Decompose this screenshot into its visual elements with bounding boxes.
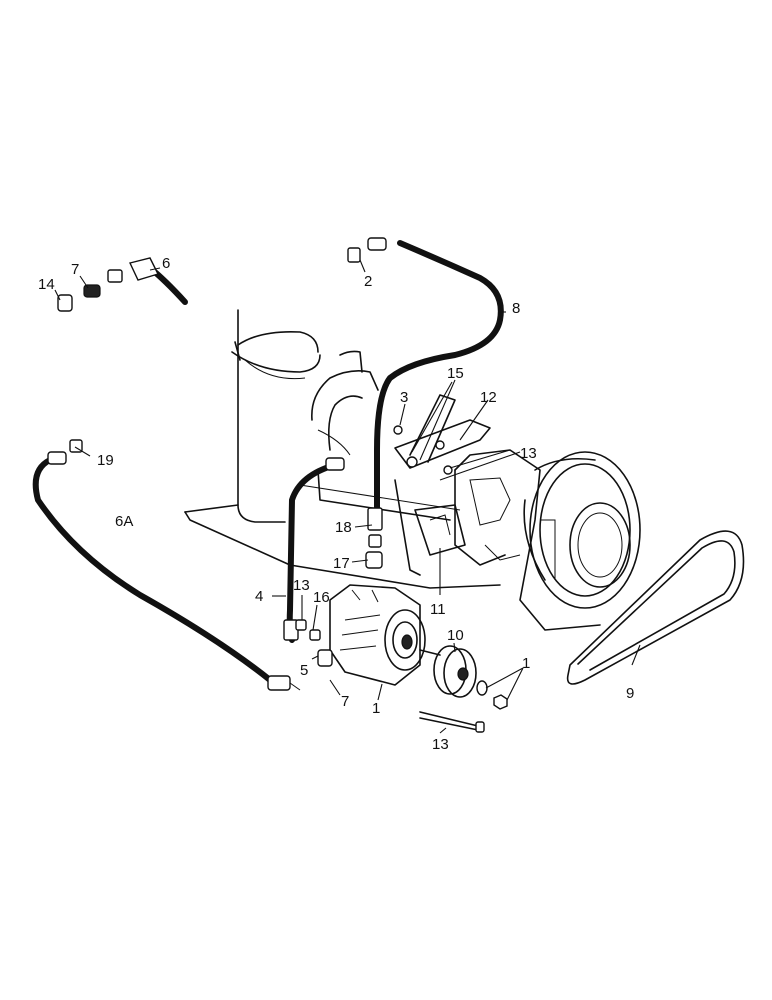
callout-2: 2 [364, 273, 372, 290]
hose-4-assembly [283, 457, 345, 643]
hose-6-assembly [57, 257, 188, 312]
callout-18: 18 [335, 519, 352, 536]
callout-13-middle: 13 [293, 577, 310, 594]
callout-3: 3 [400, 389, 408, 406]
callout-17: 17 [333, 555, 350, 572]
compressor-pulley [419, 645, 508, 733]
callout-13-upper: 13 [520, 445, 537, 462]
engine-block-outline [184, 309, 601, 631]
callout-1-lower: 1 [372, 700, 380, 717]
compressor [295, 584, 441, 686]
callout-5: 5 [300, 662, 308, 679]
hose-6A-assembly [32, 439, 301, 691]
callout-10: 10 [447, 627, 464, 644]
callout-19: 19 [97, 452, 114, 469]
callout-14: 14 [38, 276, 55, 293]
callout-15: 15 [447, 365, 464, 382]
callout-13-lower: 13 [432, 736, 449, 753]
callout-4: 4 [255, 588, 263, 605]
callout-7-upper: 7 [71, 261, 79, 278]
callout-6: 6 [162, 255, 170, 272]
callout-16: 16 [313, 589, 330, 606]
hose-8-assembly [347, 237, 504, 569]
callout-6A: 6A [115, 513, 133, 530]
leader-lines [54, 259, 641, 734]
callout-7-lower: 7 [341, 693, 349, 710]
callout-11: 11 [430, 601, 446, 618]
drive-belt [566, 530, 745, 685]
callout-9: 9 [626, 685, 634, 702]
mounting-brackets [393, 394, 491, 576]
callout-1-right: 1 [522, 655, 530, 672]
callout-labels: 14 7 6 2 8 15 3 12 13 19 6A 18 17 11 4 1… [38, 255, 634, 753]
crank-pulley [523, 451, 641, 609]
callout-12: 12 [480, 389, 497, 406]
callout-8: 8 [512, 300, 520, 317]
